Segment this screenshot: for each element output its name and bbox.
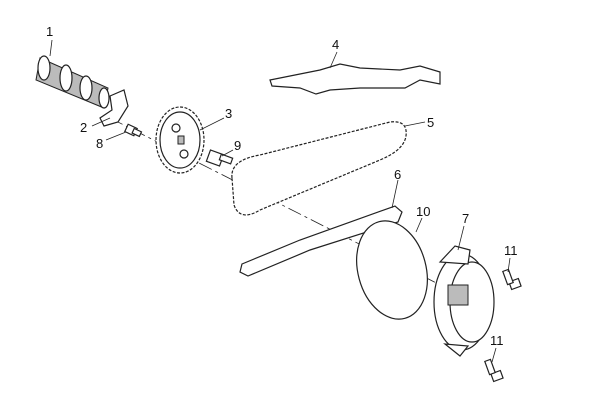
callout-3: 3: [225, 106, 232, 121]
timing-chain: [231, 121, 407, 216]
callout-7: 7: [462, 211, 469, 226]
callout-4: 4: [332, 37, 339, 52]
callout-9: 9: [234, 138, 241, 153]
chain-guide: [239, 205, 403, 277]
chain-tensioner-arm: [269, 63, 441, 95]
callout-1: 1: [46, 24, 53, 39]
callout-2: 2: [80, 120, 87, 135]
callout-8: 8: [96, 136, 103, 151]
callout-5: 5: [427, 115, 434, 130]
callout-10: 10: [416, 204, 430, 219]
camshaft: [35, 55, 110, 109]
camshaft-bracket: [99, 89, 129, 127]
callout-6: 6: [394, 167, 401, 182]
bolt-8: [123, 123, 143, 138]
o-ring: [356, 220, 428, 320]
bolt-11-upper: [502, 268, 522, 291]
callout-11-lower: 11: [490, 333, 504, 348]
sprocket-bolt-9: [205, 149, 234, 167]
cam-sprocket: [155, 106, 205, 174]
tensioner-housing: [433, 245, 495, 357]
bolt-11-lower: [484, 358, 504, 383]
callout-11-upper: 11: [504, 243, 518, 258]
